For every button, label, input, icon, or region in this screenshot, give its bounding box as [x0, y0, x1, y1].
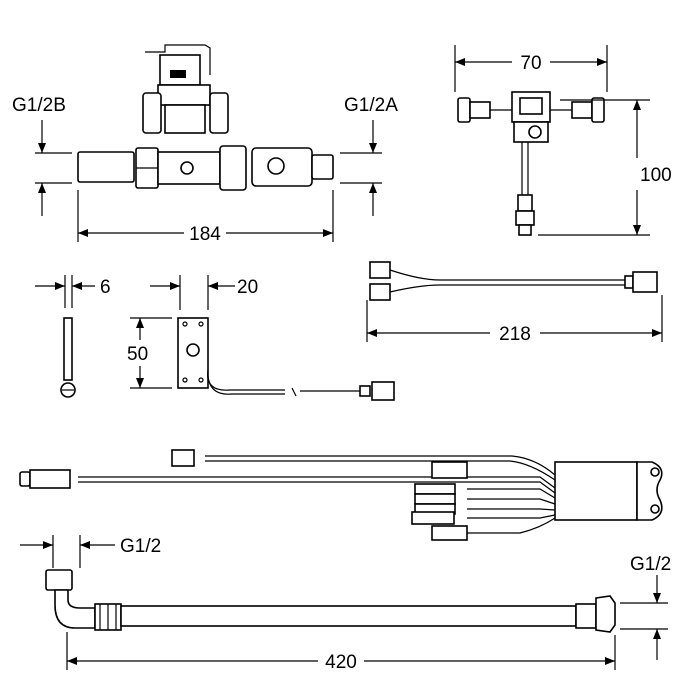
hose-nut-thread-label: G1/2: [630, 554, 671, 575]
rod-diameter-label: 6: [100, 277, 111, 298]
rod: [60, 317, 76, 398]
valve-dimensions: [35, 120, 382, 242]
harness-connectors: [411, 461, 556, 541]
solenoid-valve: [77, 44, 334, 191]
control-unit-harness: [19, 449, 663, 541]
sensor-dimensions: [454, 45, 650, 236]
sensor-height-label: 100: [640, 165, 672, 186]
flexible-hose: [45, 569, 616, 633]
cable-length-label: 218: [499, 324, 531, 345]
hose-elbow-thread-label: G1/2: [120, 536, 161, 557]
sensor-unit: [457, 91, 605, 236]
bracket: [177, 317, 395, 401]
hose-length-label: 420: [325, 652, 357, 673]
valve-length-label: 184: [189, 224, 221, 245]
valve-outlet-thread-label: G1/2A: [344, 95, 398, 116]
valve-inlet-thread-label: G1/2B: [12, 95, 66, 116]
connection-cable: [369, 261, 658, 301]
bracket-width-label: 20: [237, 277, 258, 298]
sensor-width-label: 70: [520, 53, 541, 74]
cable-dimension: [366, 295, 663, 342]
rod-dimension: [35, 275, 95, 308]
hose-dimensions: [20, 535, 668, 670]
bracket-height-label: 50: [127, 344, 148, 365]
bracket-dimensions: [130, 275, 235, 389]
